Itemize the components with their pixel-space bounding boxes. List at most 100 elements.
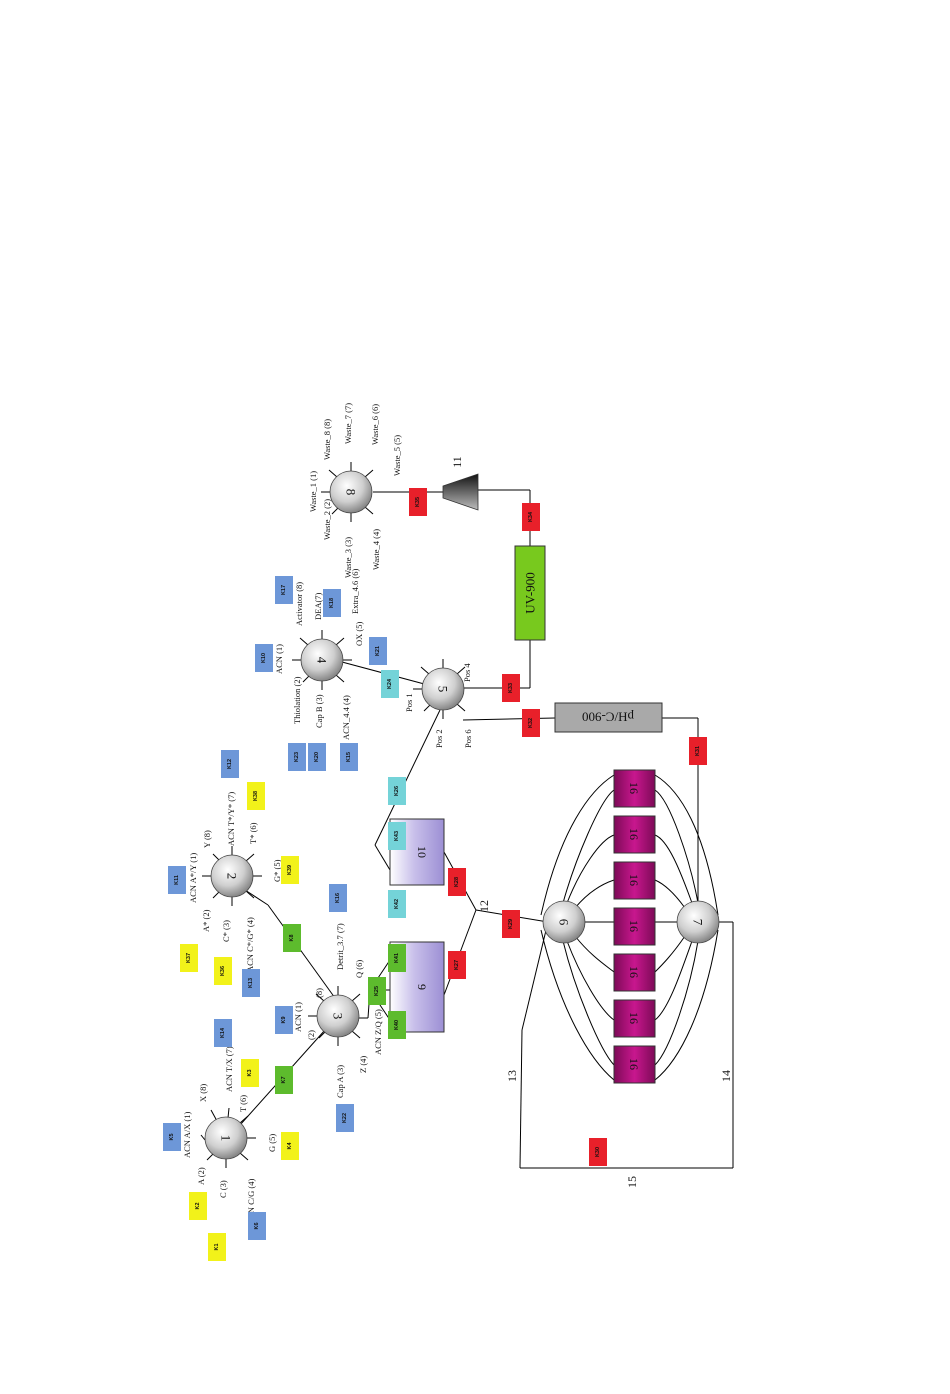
key-box-k22: K22 [336, 1104, 354, 1132]
key-box-k8: K8 [283, 924, 301, 952]
key-box-k14: K14 [214, 1019, 232, 1047]
key-label: K11 [174, 875, 180, 885]
key-label: K7 [281, 1076, 287, 1083]
key-label: K2 [195, 1202, 201, 1209]
key-box-k25: K25 [368, 977, 386, 1005]
reservoir: 16 [613, 861, 656, 900]
key-box-k36: K36 [214, 957, 232, 985]
port-label: Pos 1 [404, 693, 414, 712]
valve-8-number: 8 [344, 489, 359, 496]
key-label: K3 [247, 1069, 253, 1076]
port-label: C (3) [218, 1180, 228, 1198]
valve-8: 8 [329, 470, 373, 514]
key-box-k5: K5 [163, 1123, 181, 1151]
ph-detector: pH/C-900 [554, 702, 663, 733]
reservoir: 16 [613, 1045, 656, 1084]
port-label: (8) [314, 988, 324, 998]
key-box-k43: K43 [388, 822, 406, 850]
svg-text:16: 16 [627, 782, 641, 794]
key-label: K39 [287, 865, 293, 875]
port-labels: ACN A/X (1) A (2) C (3) ACN C/G (4) G (5… [182, 403, 473, 1225]
key-label: K26 [394, 786, 400, 796]
key-label: K31 [695, 746, 701, 756]
port-label: Thiolation (2) [292, 676, 302, 724]
key-box-k6: K6 [248, 1212, 266, 1240]
key-label: K30 [595, 1147, 601, 1157]
column-9-label: 9 [415, 984, 429, 990]
key-label: K12 [227, 759, 233, 769]
key-box-k28: K28 [448, 868, 466, 896]
key-label: K25 [374, 986, 380, 996]
port-label: Waste_2 (2) [322, 499, 332, 540]
port-label: A* (2) [201, 909, 211, 932]
key-label: K37 [186, 953, 192, 963]
valve-2: 2 [210, 854, 254, 898]
key-box-k39: K39 [281, 856, 299, 884]
key-box-k32: K32 [522, 709, 540, 737]
port-label: ACN T*/Y* (7) [226, 792, 236, 846]
key-box-k27: K27 [448, 951, 466, 979]
uv-detector-label: UV-900 [523, 572, 538, 613]
valve-1: 1 [204, 1116, 248, 1160]
line-label-15: 15 [625, 1176, 639, 1188]
port-label: Cap A (3) [335, 1065, 345, 1098]
svg-text:16: 16 [627, 966, 641, 978]
reservoir: 16 [613, 953, 656, 992]
ph-detector-label: pH/C-900 [582, 710, 634, 725]
key-label: K40 [394, 1020, 400, 1030]
valve-spokes [200, 462, 466, 1168]
key-label: K15 [346, 752, 352, 762]
key-box-k11: K11 [168, 866, 186, 894]
port-label: ACN C/G (4) [246, 1179, 256, 1225]
key-label: K41 [394, 953, 400, 963]
port-label: Z (4) [358, 1056, 368, 1073]
port-label: ACN A/X (1) [182, 1112, 192, 1158]
key-box-k35: K35 [409, 488, 427, 516]
key-label: K28 [454, 877, 460, 887]
key-label: K9 [281, 1016, 287, 1023]
port-label: G (5) [267, 1134, 277, 1152]
flow-cell-label: 11 [450, 456, 464, 468]
key-label: K13 [248, 978, 254, 988]
port-label: Waste_4 (4) [371, 529, 381, 570]
key-box-k26: K26 [388, 777, 406, 805]
key-box-k30: K30 [589, 1138, 607, 1166]
valve-7-number: 7 [691, 919, 706, 926]
line-labels: 12 13 14 15 [477, 900, 733, 1188]
key-box-k38: K38 [247, 782, 265, 810]
port-label: (2) [306, 1030, 316, 1040]
port-label: ACN A*/Y (1) [188, 853, 198, 903]
port-label: ACN T/X (7) [224, 1046, 234, 1092]
port-label: Waste_3 (3) [343, 537, 353, 578]
valve-5: 5 [421, 667, 465, 711]
reservoir: 16 [613, 769, 656, 808]
key-label: K27 [454, 960, 460, 970]
key-box-k4: K4 [281, 1132, 299, 1160]
key-box-k7: K7 [275, 1066, 293, 1094]
key-label: K35 [415, 497, 421, 507]
key-label: K1 [214, 1243, 220, 1250]
port-label: X (8) [198, 1084, 208, 1102]
valve-4-number: 4 [315, 657, 330, 664]
key-label: K34 [528, 511, 534, 522]
key-box-k23: K23 [288, 743, 306, 771]
port-label: ACN_4.4 (4) [341, 695, 351, 740]
key-box-k15: K15 [340, 743, 358, 771]
valve-6-number: 6 [557, 919, 572, 926]
port-label: ACN (1) [293, 1002, 303, 1032]
valve-3-number: 3 [331, 1013, 346, 1020]
key-box-k18: K18 [323, 589, 341, 617]
key-label: K18 [329, 598, 335, 608]
key-boxes: K1K2K3K4K5K6K7K8K9K10K11K12K13K14K15K16K… [163, 488, 707, 1261]
key-box-k1: K1 [208, 1233, 226, 1261]
svg-text:16: 16 [627, 828, 641, 840]
valve-7: 7 [676, 900, 720, 944]
key-box-k42: K42 [388, 890, 406, 918]
key-label: K38 [253, 791, 259, 801]
port-label: Waste_1 (1) [308, 471, 318, 512]
reservoir: 16 [613, 907, 656, 946]
key-label: K36 [220, 966, 226, 976]
svg-text:16: 16 [627, 874, 641, 886]
key-label: K21 [375, 646, 381, 656]
port-label: Waste_7 (7) [343, 403, 353, 444]
